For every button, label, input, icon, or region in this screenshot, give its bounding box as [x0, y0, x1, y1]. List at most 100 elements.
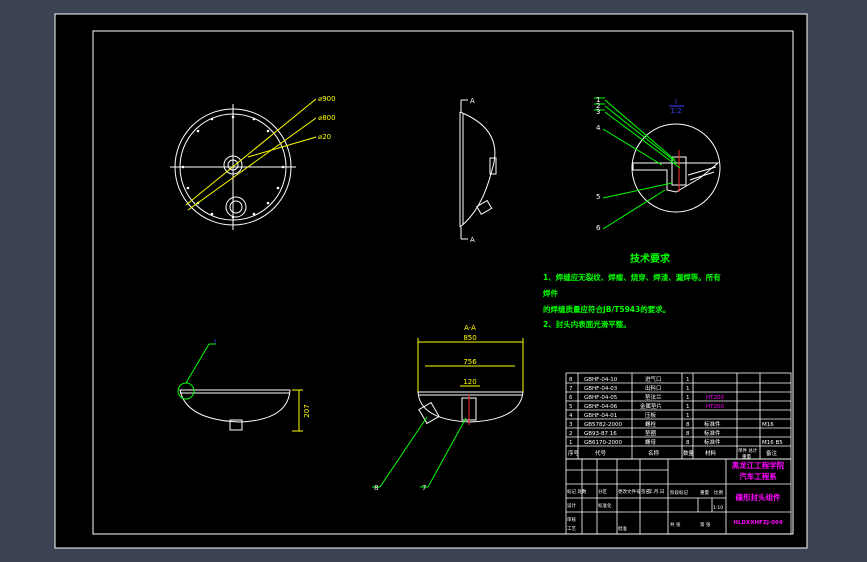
callout-7: 7 — [422, 484, 426, 492]
svg-text:代号: 代号 — [595, 449, 607, 457]
detail-view: 1 2 3 4 5 6 I 1:2 — [594, 96, 721, 232]
svg-text:重量: 重量 — [742, 453, 751, 460]
dim-d900: ⌀900 — [318, 95, 336, 103]
svg-text:材料: 材料 — [705, 449, 717, 457]
svg-text:标记 处数: 标记 处数 — [567, 488, 587, 495]
svg-text:螺栓: 螺栓 — [645, 420, 657, 428]
bom-row: 5 GBHF-04-06 金属垫片 1 HT200 — [569, 402, 724, 410]
svg-text:HT200: HT200 — [706, 395, 724, 401]
bom-row: 8 GBHF-04-10 进气口 1 — [569, 375, 690, 383]
svg-text:1: 1 — [686, 395, 690, 401]
bom-row: 1 GB6170-2000 螺母 8 标准件 M16 B5 — [569, 438, 783, 446]
svg-text:标准件: 标准件 — [704, 429, 721, 437]
bom-row: 4 GBHF-04-01 压板 1 — [569, 411, 690, 419]
title-block — [565, 458, 792, 535]
svg-text:GB5782-2000: GB5782-2000 — [584, 422, 623, 428]
svg-text:7: 7 — [569, 386, 573, 392]
detail-scale: 1:2 — [670, 107, 681, 115]
svg-text:1: 1 — [686, 413, 690, 419]
svg-text:标准件: 标准件 — [704, 438, 721, 446]
svg-text:GBHF-04-10: GBHF-04-10 — [584, 377, 618, 383]
svg-text:垫法兰: 垫法兰 — [645, 393, 662, 401]
callout-1: 1 — [596, 96, 600, 104]
bom-table — [565, 372, 792, 460]
dim-120: 120 — [463, 378, 476, 386]
svg-text:HT200: HT200 — [706, 404, 724, 410]
bom-rows: 8 GBHF-04-10 进气口 1 7 GBHF-04-03 出料口 1 6 … — [568, 375, 783, 460]
svg-text:分区: 分区 — [598, 488, 607, 495]
callout-3: 3 — [596, 108, 600, 116]
bolt-holes — [181, 115, 285, 219]
section-mark-top: A — [470, 97, 475, 105]
svg-text:单件 总计: 单件 总计 — [738, 447, 758, 454]
svg-text:1: 1 — [569, 440, 573, 446]
dim-850: 850 — [463, 334, 476, 342]
svg-text:1: 1 — [686, 377, 690, 383]
svg-text:标准件: 标准件 — [704, 420, 721, 428]
bom-row: 7 GBHF-04-03 出料口 1 — [569, 384, 690, 392]
svg-text:出料口: 出料口 — [645, 384, 662, 392]
svg-text:M16: M16 — [762, 422, 774, 428]
svg-text:8: 8 — [569, 377, 573, 383]
dish-elevation — [179, 389, 291, 423]
bom-row: 2 GB93-87 16 垫圈 8 标准件 — [569, 429, 721, 437]
svg-text:序号: 序号 — [568, 449, 580, 457]
side-view: A A — [459, 97, 497, 244]
svg-text:GBHF-04-06: GBHF-04-06 — [584, 404, 618, 410]
svg-text:进气口: 进气口 — [645, 375, 662, 383]
svg-text:数量: 数量 — [683, 449, 695, 457]
scale-value: 1:10 — [713, 505, 723, 511]
svg-text:GBHF-04-01: GBHF-04-01 — [584, 413, 617, 419]
svg-text:3: 3 — [569, 422, 573, 428]
svg-text:GBHF-04-05: GBHF-04-05 — [584, 395, 618, 401]
dim-d800: ⌀800 — [318, 114, 336, 122]
side-port — [489, 157, 497, 175]
svg-text:审核: 审核 — [567, 516, 576, 523]
section-outlet — [418, 401, 440, 425]
tech-line-3: 的焊缝质量应符合JB/T5943的要求。 — [543, 304, 670, 314]
svg-text:工艺: 工艺 — [567, 526, 576, 532]
svg-text:阶段标记: 阶段标记 — [670, 489, 688, 496]
dim-d20: ⌀20 — [318, 133, 331, 141]
drawing-number: HLDXXHFZJ-004 — [733, 520, 782, 526]
dim-height: 207 — [303, 404, 311, 417]
callout-5: 5 — [596, 193, 600, 201]
bottom-left-view: I 207 — [177, 338, 311, 432]
svg-text:设计: 设计 — [567, 502, 576, 509]
svg-text:批准: 批准 — [618, 525, 627, 532]
bom-row: 6 GBHF-04-05 垫法兰 1 HT200 — [569, 393, 724, 401]
detail-marker: I — [214, 338, 216, 346]
svg-text:M16 B5: M16 B5 — [762, 440, 783, 446]
school-name: 黑龙江工程学院 — [732, 460, 785, 470]
section-title: A-A — [464, 324, 476, 332]
bom-row: 3 GB5782-2000 螺栓 8 标准件 M16 — [569, 420, 774, 428]
side-outlet — [476, 199, 493, 216]
drawing-name: 碟形封头组件 — [736, 492, 781, 502]
bom-header: 序号 代号 名称 数量 材料 单件 总计 重量 备注 — [568, 447, 778, 460]
svg-text:GB93-87 16: GB93-87 16 — [584, 431, 617, 437]
svg-text:压板: 压板 — [645, 411, 657, 419]
svg-text:年.月.日: 年.月.日 — [648, 488, 664, 495]
svg-text:2: 2 — [569, 431, 573, 437]
center-port — [223, 155, 243, 175]
svg-text:1: 1 — [686, 404, 690, 410]
callout-2: 2 — [596, 102, 600, 110]
title-block-text: 黑龙江工程学院 汽车工程系 碟形封头组件 HLDXXHFZJ-004 标记 处数… — [567, 460, 785, 532]
tech-line-2: 焊件 — [543, 288, 558, 298]
callout-8: 8 — [374, 484, 378, 492]
callout-4: 4 — [596, 124, 601, 132]
tech-title: 技术要求 — [630, 252, 671, 265]
svg-text:标准化: 标准化 — [598, 502, 612, 509]
callout-6: 6 — [596, 224, 601, 232]
section-view: A-A 850 756 120 8 7 — [372, 324, 524, 492]
svg-text:垫圈: 垫圈 — [645, 429, 657, 437]
dim-756: 756 — [463, 358, 477, 366]
svg-text:8: 8 — [686, 431, 690, 437]
svg-text:4: 4 — [569, 413, 573, 419]
front-view: ⌀900 ⌀800 ⌀20 — [170, 95, 336, 230]
tech-line-1: 1、焊缝应无裂纹、焊瘤、烧穿、焊渣、漏焊等。所有 — [543, 272, 721, 282]
svg-text:螺母: 螺母 — [645, 438, 657, 446]
detail-label: I — [675, 98, 677, 106]
svg-text:比例: 比例 — [714, 489, 723, 496]
